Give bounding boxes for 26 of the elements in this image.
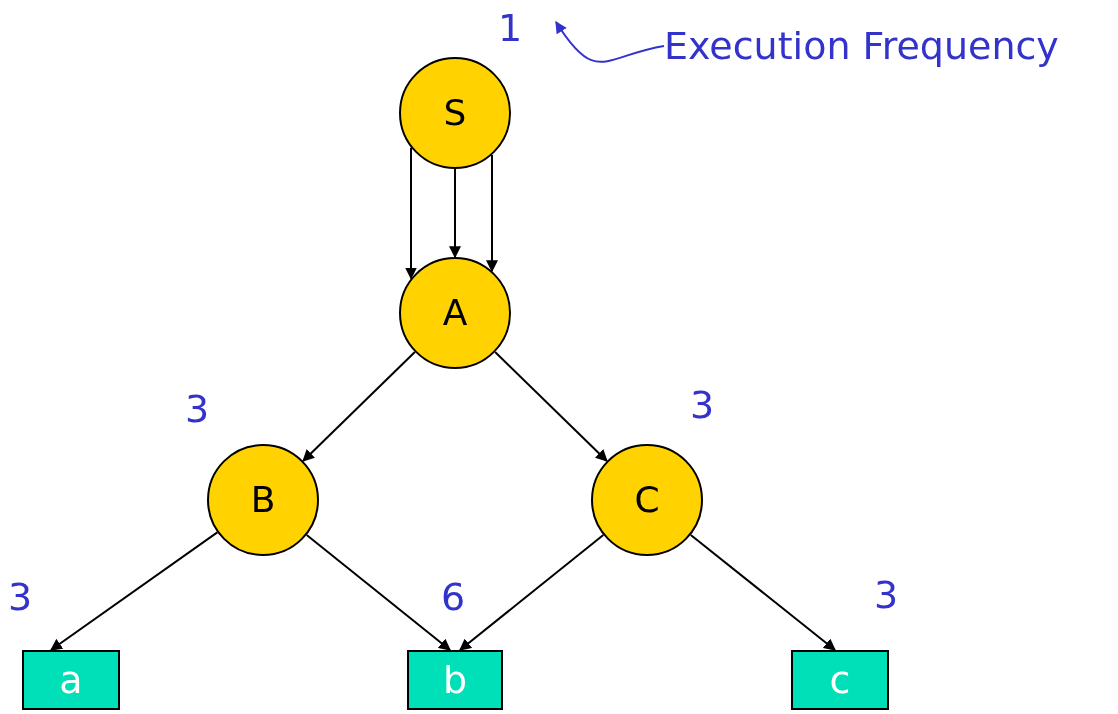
frequency-number: 3 (874, 576, 899, 614)
arrow (449, 168, 461, 259)
frequency-number: 3 (8, 578, 33, 616)
frequency-number: 3 (690, 386, 715, 424)
arrow (50, 531, 219, 651)
annotation-text: Execution Frequency (664, 27, 1059, 65)
leader-arrow (555, 21, 665, 63)
node-label: B (250, 482, 276, 518)
node-label: C (634, 482, 660, 518)
node-label: S (443, 95, 467, 131)
arrow (689, 533, 836, 651)
node-label: b (442, 661, 468, 699)
terminal-box (22, 650, 120, 710)
frequency-number: 6 (441, 578, 466, 616)
arrow (486, 154, 498, 273)
terminal-box (407, 650, 503, 710)
node-label: A (442, 295, 468, 331)
frequency-number: 3 (185, 390, 210, 428)
arrow (302, 351, 416, 462)
arrow (494, 351, 608, 462)
node-label: a (59, 661, 83, 699)
frequency-number: 1 (498, 9, 523, 47)
terminal-box (791, 650, 889, 710)
arrow (459, 534, 605, 651)
node-label: c (829, 661, 851, 699)
arrow (305, 534, 451, 651)
